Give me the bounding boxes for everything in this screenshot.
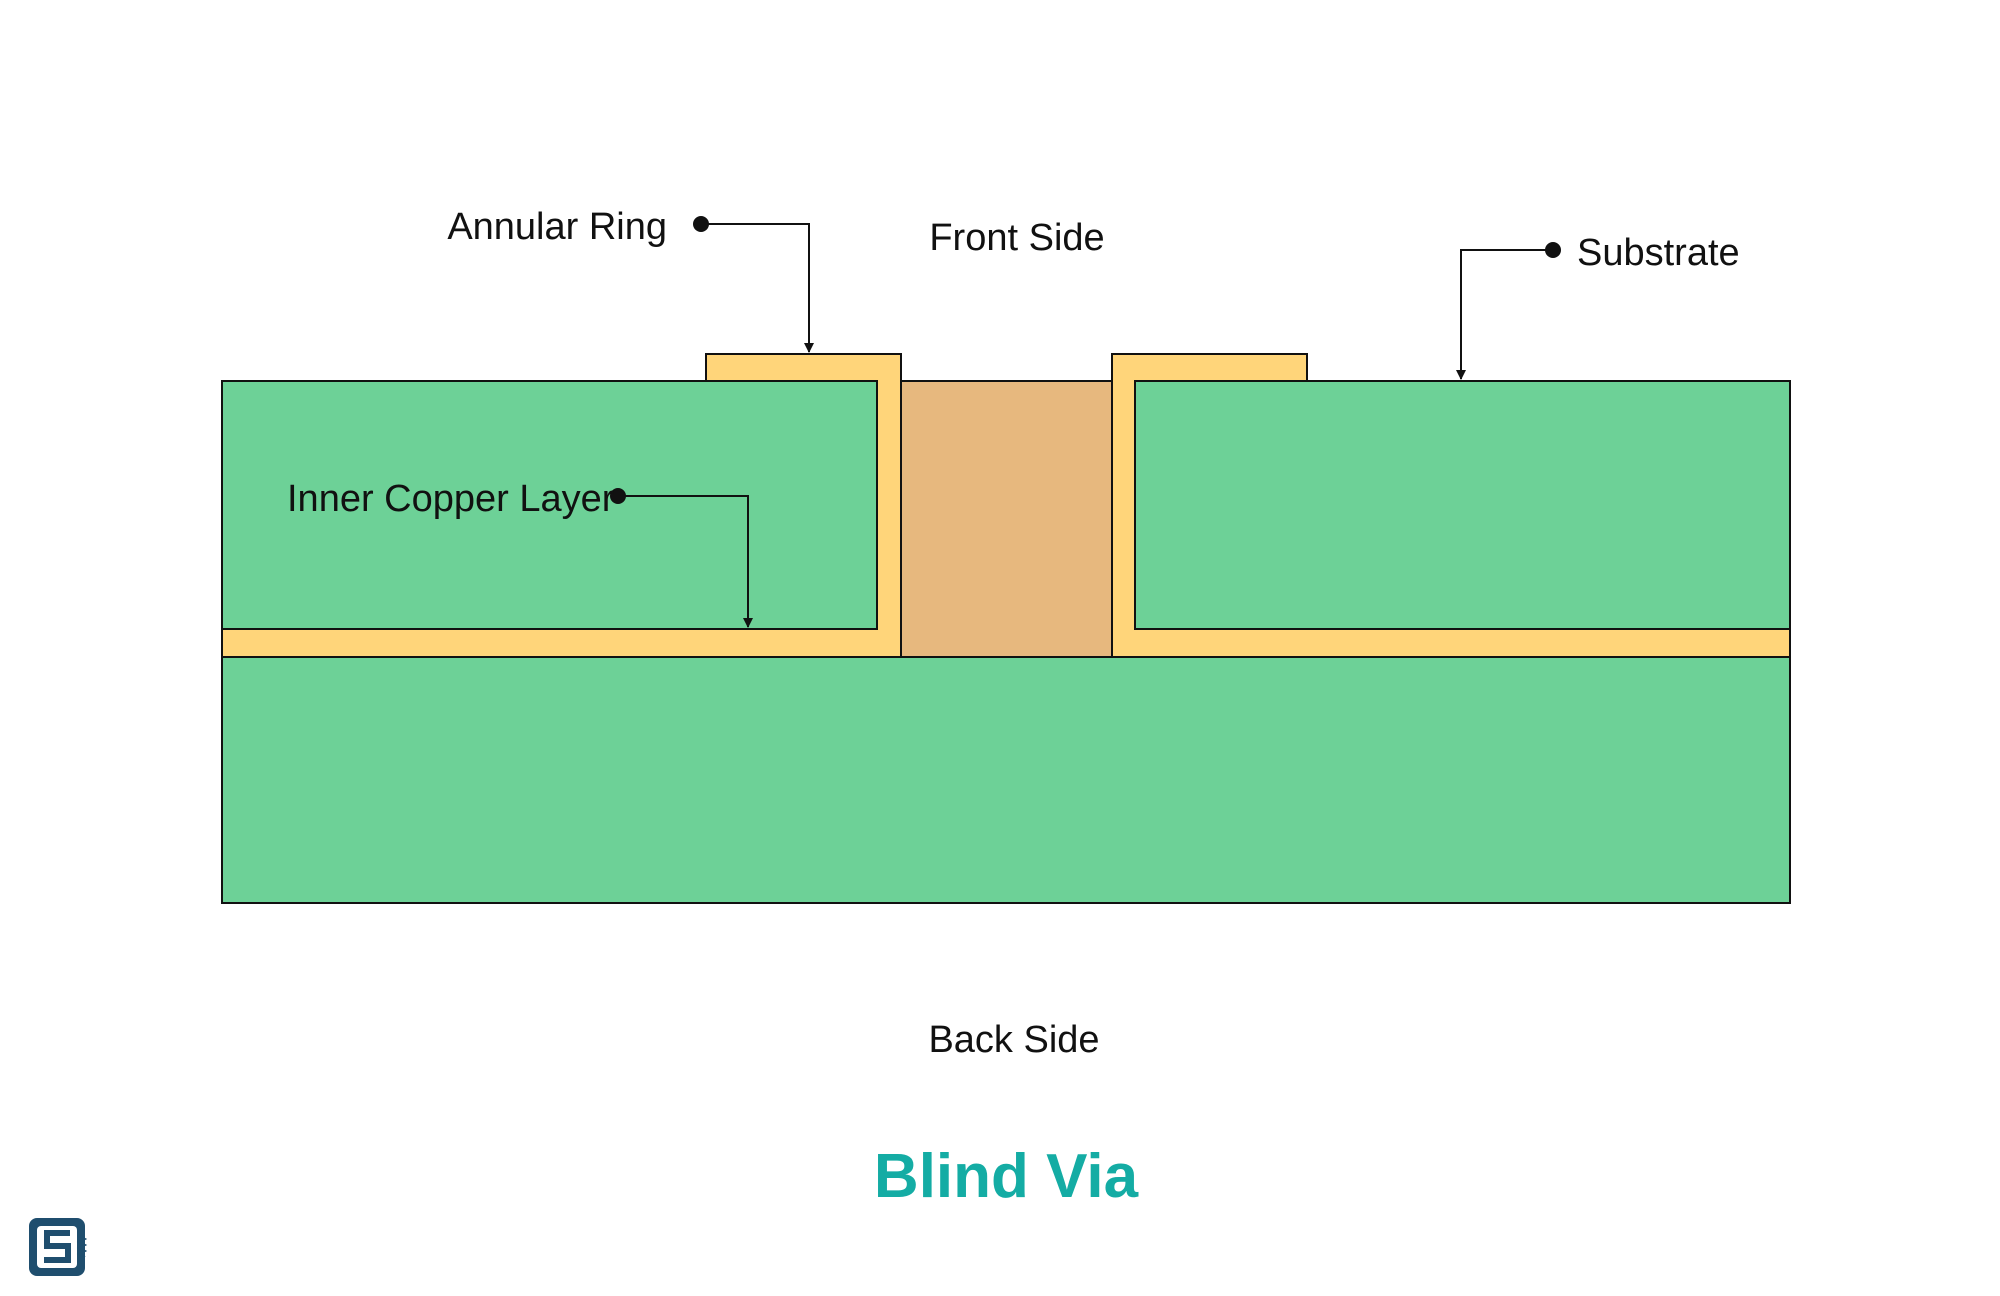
front-side-label: Front Side bbox=[929, 217, 1104, 259]
diagram-title: Blind Via bbox=[874, 1142, 1139, 1211]
substrate-leader bbox=[1456, 242, 1561, 380]
substrate-label: Substrate bbox=[1577, 232, 1740, 274]
csio-logo-icon bbox=[29, 1218, 88, 1276]
substrate-bottom bbox=[221, 656, 1791, 904]
annular-ring-label: Annular Ring bbox=[447, 206, 667, 248]
inner-copper-layer-label: Inner Copper Layer bbox=[287, 478, 615, 520]
via-fill bbox=[899, 380, 1113, 658]
inner-copper-layer-leader bbox=[610, 488, 753, 628]
back-side-label: Back Side bbox=[928, 1019, 1099, 1061]
substrate-top-right bbox=[1134, 380, 1791, 630]
substrate-top-left bbox=[221, 380, 878, 630]
annular-ring-leader bbox=[693, 216, 814, 353]
